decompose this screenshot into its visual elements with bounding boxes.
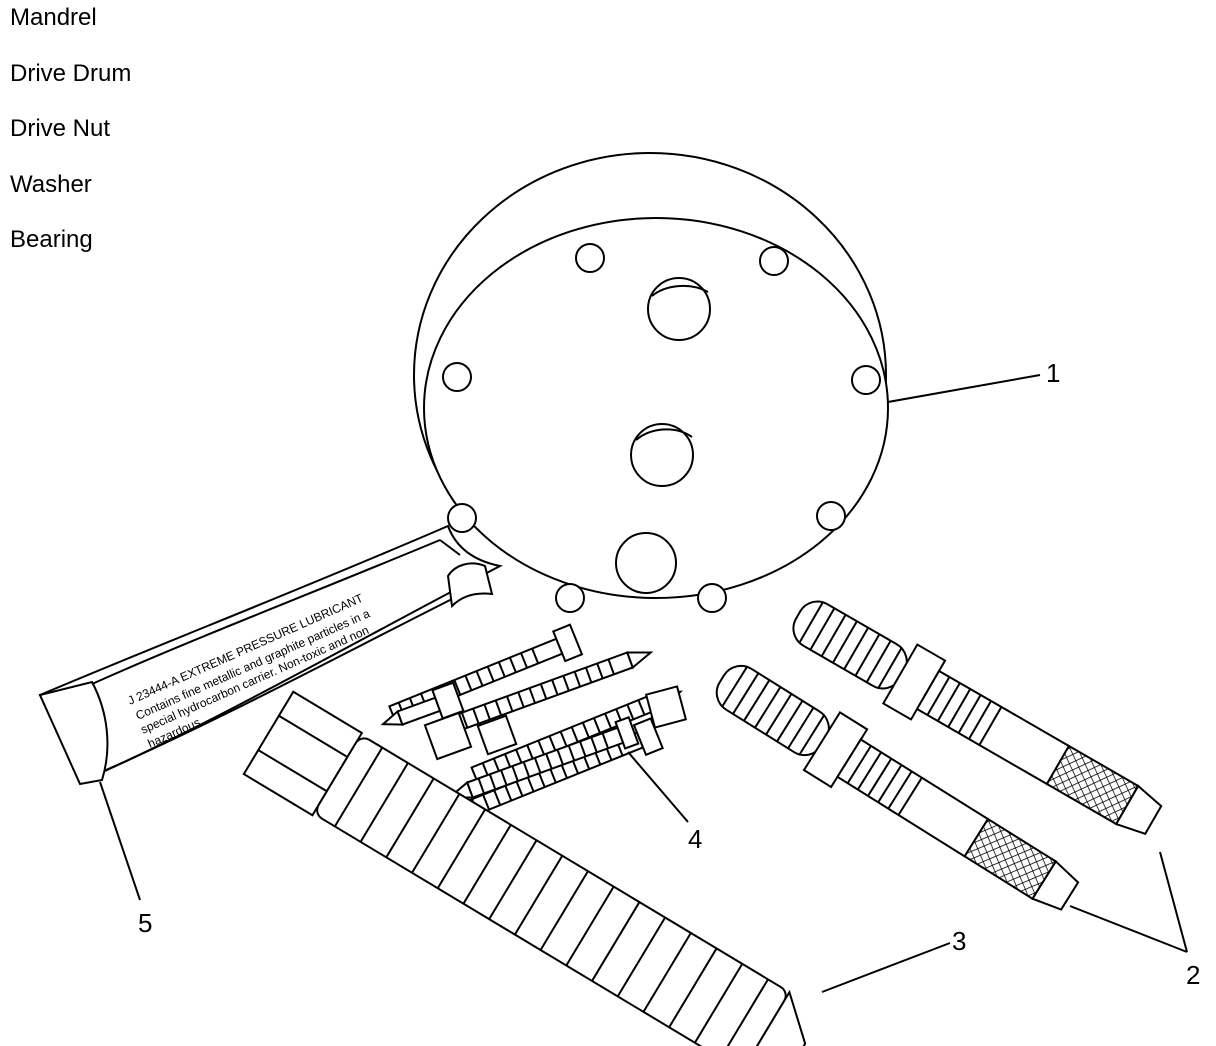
bolt-set [380, 623, 688, 820]
legend-item-washer: Washer [10, 170, 92, 198]
legend-item-bearing: Bearing [10, 226, 93, 253]
callout-1: 1 [1046, 358, 1060, 388]
drive-stud-lower [715, 664, 1080, 911]
callout-3: 3 [952, 926, 966, 956]
mandrel [242, 690, 807, 1046]
component-legend: Mandrel Drive Drum Drive Nut Washer Bear… [10, 0, 131, 278]
callout-5: 5 [138, 908, 152, 938]
legend-item-drive-nut: Drive Nut [10, 115, 111, 142]
leader-lines [99, 374, 1188, 993]
drive-drum [413, 152, 889, 613]
callout-2: 2 [1186, 960, 1200, 990]
legend-item-mandrel: Mandrel [10, 4, 97, 31]
legend-item-drive-drum: Drive Drum [10, 59, 132, 87]
callout-4: 4 [688, 824, 702, 854]
drive-stud-upper [792, 600, 1163, 836]
